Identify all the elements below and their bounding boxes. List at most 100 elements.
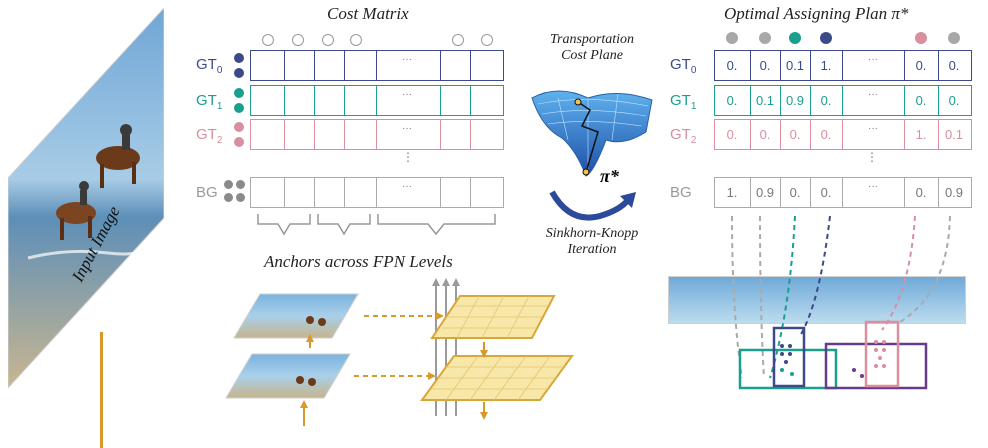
cost-cell	[376, 50, 442, 81]
plan-row-label-bg: BG	[670, 184, 692, 201]
plan-cell	[842, 119, 906, 150]
plan-header-dot	[759, 32, 771, 44]
gt2-dot	[234, 122, 244, 132]
plan-row-label-gt1: GT1	[670, 92, 696, 112]
sinkhorn-label-line2: Iteration	[567, 242, 617, 257]
watermark: 知乎 @RangiLyu	[738, 398, 911, 423]
gt0-dot	[234, 68, 244, 78]
cost-cell	[250, 50, 286, 81]
plan-ellipsis: ···	[868, 181, 878, 192]
cost-cell	[250, 177, 286, 208]
plan-cell	[938, 50, 972, 81]
plan-cell-value: 0.	[915, 58, 927, 73]
plan-cell	[714, 177, 752, 208]
plan-cell	[750, 177, 782, 208]
row-label-sub: 2	[216, 135, 223, 146]
row-label-sub: 2	[690, 135, 697, 146]
plan-ellipsis: ···	[868, 89, 878, 100]
plan-cell-value: 0.9	[944, 185, 964, 200]
cost-row-label-gt1: GT1	[196, 92, 222, 112]
plan-cell	[938, 85, 972, 116]
plan-cell	[842, 50, 906, 81]
row-label-text: GT	[670, 56, 691, 73]
anchors-title: Anchors across FPN Levels	[264, 252, 453, 271]
sinkhorn-label-line1: Sinkhorn-Knopp	[545, 226, 639, 241]
plan-cell	[810, 177, 844, 208]
anchor-dot	[292, 34, 304, 46]
plan-row-label-gt2: GT2	[670, 126, 696, 146]
cost-cell	[470, 50, 504, 81]
cost-cell	[314, 119, 346, 150]
cost-cell	[440, 119, 472, 150]
bg-dot	[236, 180, 245, 189]
sinkhorn-label: Sinkhorn-Knopp Iteration	[527, 226, 657, 258]
plan-cell	[810, 50, 844, 81]
plan-cell-value: 0.	[915, 93, 927, 108]
plan-header-dot	[789, 32, 801, 44]
cost-cell	[314, 85, 346, 116]
cost-cell	[250, 119, 286, 150]
cost-cell	[440, 85, 472, 116]
plan-cell-value: 0.	[789, 185, 801, 200]
cost-cell	[284, 177, 316, 208]
transport-title: Transportation Cost Plane	[532, 32, 652, 64]
cost-matrix-title: Cost Matrix	[327, 4, 409, 23]
cost-cell	[470, 119, 504, 150]
bg-dot	[224, 193, 233, 202]
anchor-dot	[481, 34, 493, 46]
anchor-group-braces	[257, 214, 496, 236]
cost-cell	[284, 119, 316, 150]
plan-cell-value: 1.	[726, 185, 738, 200]
gt2-dot	[234, 137, 244, 147]
plan-cell-value: 0.9	[755, 185, 775, 200]
plan-cell	[904, 85, 940, 116]
fpn-levels-illustration	[225, 278, 574, 426]
pi-star-label: π*	[600, 166, 619, 186]
plan-cell-value: 1.	[915, 127, 927, 142]
cost-ellipsis: ···	[402, 123, 412, 134]
detection-boxes	[738, 320, 928, 390]
plan-cell-value: 0.	[759, 127, 771, 142]
output-image-strip	[668, 276, 966, 324]
plan-cell-value: 0.	[820, 127, 832, 142]
cost-cell	[470, 177, 504, 208]
cost-row-label-gt0: GT0	[196, 56, 222, 76]
row-label-sub: 0	[690, 65, 697, 76]
transport-title-line1: Transportation	[549, 32, 635, 47]
cost-cell	[344, 85, 378, 116]
plan-header-dot	[726, 32, 738, 44]
cost-cell	[440, 177, 472, 208]
plan-cell-value: 0.	[726, 127, 738, 142]
plan-cell-value: 0.	[726, 93, 738, 108]
cost-vdots: ⋮	[402, 150, 414, 164]
row-label-text: GT	[670, 126, 691, 143]
cost-ellipsis: ···	[402, 89, 412, 100]
cost-cell	[376, 119, 442, 150]
plan-cell-value: 0.1	[755, 93, 775, 108]
row-label-sub: 0	[216, 65, 223, 76]
plan-cell	[810, 119, 844, 150]
input-image-stem	[100, 332, 103, 448]
bg-dot	[224, 180, 233, 189]
cost-cell	[284, 85, 316, 116]
row-label-text: GT	[196, 56, 217, 73]
anchor-dot	[452, 34, 464, 46]
plan-cell	[842, 177, 906, 208]
plan-cell-value: 1.	[820, 58, 832, 73]
plan-ellipsis: ···	[868, 54, 878, 65]
plan-cell	[750, 119, 782, 150]
cost-cell	[376, 177, 442, 208]
gt0-dot	[234, 53, 244, 63]
anchor-dot	[262, 34, 274, 46]
cost-cell	[344, 177, 378, 208]
row-label-text: GT	[670, 92, 691, 109]
cost-cell	[284, 50, 316, 81]
plan-cell-value: 0.	[948, 58, 960, 73]
plan-cell-value: 0.	[948, 93, 960, 108]
plan-cell-value: 0.1	[944, 127, 964, 142]
plan-cell-value: 0.	[726, 58, 738, 73]
bg-dot	[236, 193, 245, 202]
plan-cell-value: 0.	[820, 93, 832, 108]
plan-cell-value: 0.	[820, 185, 832, 200]
